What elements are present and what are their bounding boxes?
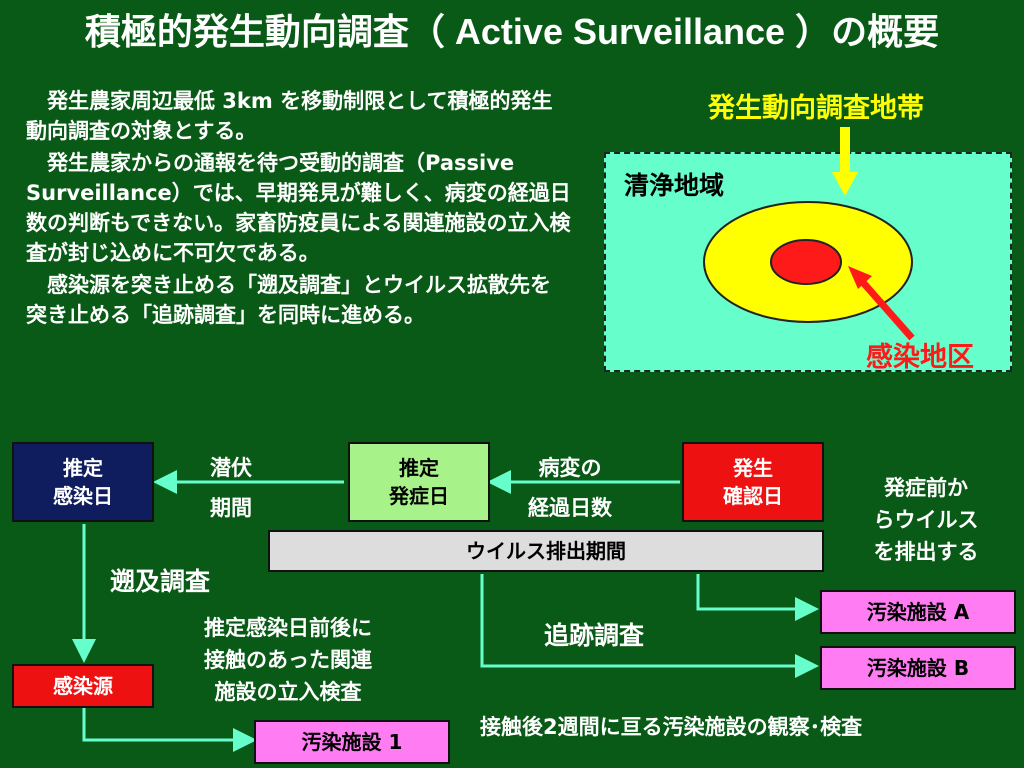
- title-english: Active Surveillance: [444, 11, 796, 52]
- facility-1-arrow: [82, 707, 257, 752]
- contaminated-facility-1-box: 汚染施設 1: [254, 720, 450, 764]
- title-suffix: ）の概要: [795, 12, 940, 53]
- estimated-infection-date-label: 推定 感染日: [53, 456, 113, 508]
- infection-source-box: 感染源: [12, 664, 154, 708]
- viral-shedding-period-bar: ウイルス排出期間: [268, 530, 824, 572]
- infected-area-label: 感染地区: [866, 342, 974, 373]
- surveillance-zone-arrow: [832, 127, 858, 196]
- contaminated-facility-a-label: 汚染施設 A: [866, 600, 970, 624]
- infected-area-arrow: [848, 266, 915, 341]
- clean-area-label: 清浄地域: [624, 171, 725, 200]
- traceforward-heading: 追跡調査: [544, 621, 645, 650]
- title-prefix: 積極的発生動向調査（: [84, 12, 445, 53]
- contaminated-facility-1-label: 汚染施設 1: [301, 730, 403, 754]
- intro-paragraph-2: 発生農家からの通報を待つ受動的調査（Passive Surveillance）で…: [26, 151, 571, 265]
- shedding-note: 発症前か らウイルス を排出する: [873, 476, 979, 564]
- lesion-days-label: 病変の 経過日数: [528, 456, 612, 520]
- contaminated-facility-b-box: 汚染施設 B: [820, 646, 1016, 690]
- contaminated-facility-a-box: 汚染施設 A: [820, 590, 1016, 634]
- estimated-onset-date-label: 推定 発症日: [389, 456, 449, 508]
- infected-area-ellipse: [770, 239, 842, 285]
- viral-shedding-period-label: ウイルス排出期間: [466, 539, 626, 563]
- facility-a-arrow: [696, 574, 819, 621]
- page-title: 積極的発生動向調査（ Active Surveillance ）の概要: [0, 10, 1024, 55]
- surveillance-zone-label: 発生動向調査地帯: [708, 93, 924, 124]
- traceback-description: 推定感染日前後に 接触のあった関連 施設の立入検査: [204, 616, 372, 704]
- outbreak-confirmation-date-label: 発生 確認日: [723, 456, 783, 508]
- contaminated-facility-b-label: 汚染施設 B: [866, 656, 970, 680]
- estimated-onset-date-box: 推定 発症日: [348, 442, 490, 522]
- intro-text: 発生農家周辺最低 3km を移動制限として積極的発生動向調査の対象とする。 発生…: [26, 86, 571, 330]
- infection-source-label: 感染源: [53, 674, 113, 698]
- estimated-infection-date-box: 推定 感染日: [12, 442, 154, 522]
- incubation-period-label: 潜伏 期間: [210, 456, 252, 520]
- traceforward-note: 接触後2週間に亘る汚染施設の観察･検査: [480, 715, 863, 739]
- outbreak-confirmation-date-box: 発生 確認日: [682, 442, 824, 522]
- intro-paragraph-1: 発生農家周辺最低 3km を移動制限として積極的発生動向調査の対象とする。: [26, 89, 553, 143]
- facility-b-arrow: [480, 574, 819, 678]
- intro-paragraph-3: 感染源を突き止める「遡及調査」とウイルス拡散先を突き止める「追跡調査」を同時に進…: [26, 273, 551, 327]
- traceback-heading: 遡及調査: [110, 567, 211, 596]
